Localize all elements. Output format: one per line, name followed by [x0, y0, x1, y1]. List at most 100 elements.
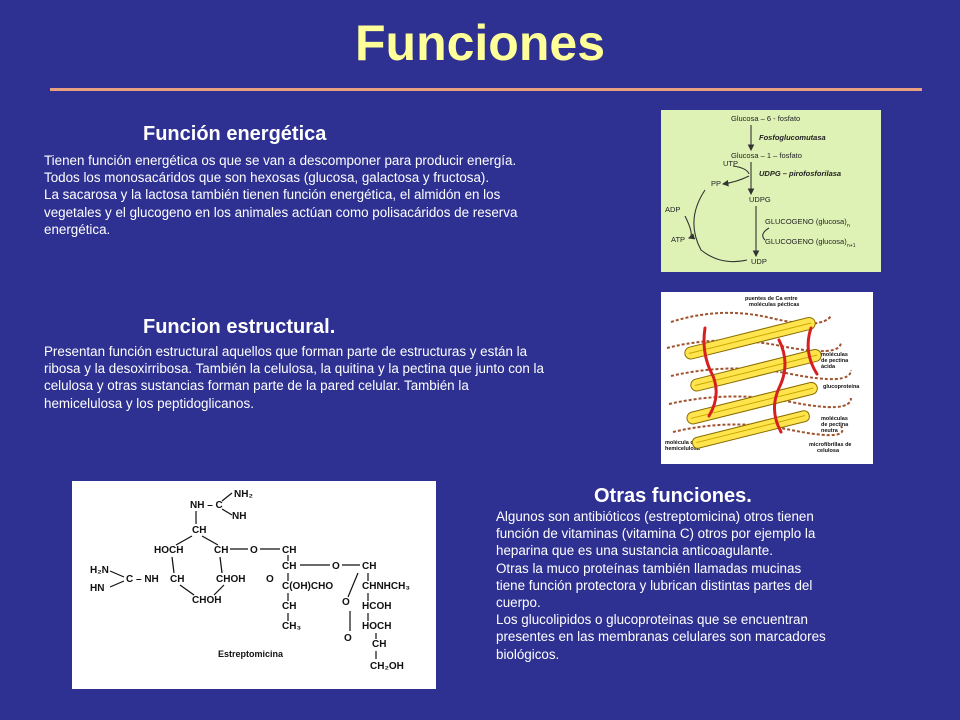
strep-name: Estreptomicina: [218, 649, 284, 659]
glycoprotein-strand: [773, 338, 787, 434]
metab-udpg-enzyme: UDPG – pirofosforilasa: [759, 169, 841, 178]
estructural-heading: Funcion estructural.: [143, 316, 336, 338]
strep-bond: [175, 535, 193, 546]
otras-line: Los glucolipidos o glucoproteinas que se…: [496, 612, 808, 628]
strep-atom: C – NH: [126, 574, 159, 585]
strep-atom: H₂N: [90, 565, 109, 576]
cell-label-puentes: moléculas pécticas: [749, 302, 799, 308]
strep-bond: [219, 556, 223, 574]
energetica-line: vegetales y el glucogeno en los animales…: [44, 204, 518, 220]
cell-label-acida: moléculas: [821, 352, 848, 358]
otras-line: Algunos son antibióticos (estreptomicina…: [496, 509, 814, 524]
otras-line: función de vitaminas (vitamina C) otros …: [496, 526, 816, 542]
strep-atom: CH: [362, 561, 376, 572]
cell-label-hemi: hemicelulosa: [665, 446, 701, 452]
glycogen-synthesis-diagram: Glucosa – 6 - fosfato Fosfoglucomutasa G…: [661, 110, 881, 272]
metab-utp: UTP: [723, 159, 738, 168]
strep-atom: CH: [282, 545, 296, 556]
metab-glucosa1: Glucosa – 1 – fosfato: [731, 151, 802, 160]
glycoprotein-strand: [702, 326, 718, 418]
energetica-line: energética.: [44, 221, 111, 237]
metab-sub-n: n: [847, 223, 850, 229]
strep-atom: HCOH: [362, 601, 391, 612]
cellulose-fibril: [691, 410, 810, 449]
cell-wall-svg: puentes de Ca entre moléculas pécticas m…: [665, 296, 860, 454]
strep-atom: NH₂: [234, 489, 253, 500]
strep-atom: CH: [192, 525, 206, 536]
pectin-strand: [670, 311, 832, 325]
metab-sub-n1: n+1: [847, 243, 856, 249]
cell-label-micro: microfibrillas de: [809, 442, 852, 448]
cell-label-neutra: neutra: [821, 428, 839, 434]
strep-atom: CH: [282, 561, 296, 572]
cell-label-puentes: puentes de Ca entre: [745, 296, 798, 302]
estructural-line: hemicelulosa y los peptidoglicanos.: [44, 395, 254, 411]
strep-atom: O: [342, 597, 350, 608]
cell-label-neutra: moléculas: [821, 416, 848, 422]
metab-arrow: [721, 175, 750, 187]
metab-glucosa6: Glucosa – 6 - fosfato: [731, 114, 800, 123]
strep-atom: CH: [372, 639, 386, 650]
strep-atom: O: [266, 574, 274, 585]
estructural-line: Presentan función estructural aquellos q…: [44, 344, 528, 359]
strep-atom: CHNHCH₃: [362, 581, 410, 592]
title-divider: [50, 88, 922, 91]
metab-adp: ADP: [665, 205, 680, 214]
strep-bond: [221, 508, 233, 516]
strep-atom: C(OH)CHO: [282, 581, 333, 592]
estructural-line: ribosa y la desoxirribosa. También la ce…: [44, 361, 544, 377]
strep-bond: [347, 572, 359, 598]
glycoprotein-strand: [806, 326, 819, 376]
otras-line: tiene función protectora y lubrican dist…: [496, 577, 813, 593]
otras-line: heparina que es una sustancia anticoagul…: [496, 543, 773, 559]
strep-atom: CH₃: [282, 621, 301, 632]
cell-label-glucoproteina: glucoproteína: [823, 384, 860, 390]
metab-udpg: UDPG: [749, 195, 771, 204]
otras-line: Otras la muco proteínas también llamadas…: [496, 560, 802, 576]
strep-bond: [179, 584, 195, 596]
metab-arrow: [732, 165, 750, 175]
metab-arrow: [693, 189, 748, 263]
cell-label-neutra: de pectina: [821, 422, 849, 428]
page-title: Funciones: [354, 15, 606, 71]
pectin-strand: [666, 339, 842, 353]
strep-atom: CH: [282, 601, 296, 612]
cellulose-fibril: [684, 316, 816, 360]
cell-wall-diagram: puentes de Ca entre moléculas pécticas m…: [661, 292, 873, 464]
strep-bond: [109, 570, 125, 578]
energetica-text: Tienen función energética os que se van …: [44, 152, 517, 238]
glycogen-synthesis-svg: Glucosa – 6 - fosfato Fosfoglucomutasa G…: [665, 114, 856, 266]
estructural-line: celulosa y otras sustancias forman parte…: [44, 378, 469, 394]
otras-line: biológicos.: [496, 646, 560, 662]
otras-text: Algunos son antibióticos (estreptomicina…: [496, 508, 826, 663]
pectin-strand: [670, 367, 852, 381]
strep-atom: NH – C: [190, 500, 223, 511]
strep-atom: HN: [90, 583, 104, 594]
metab-glucogeno-n: GLUCOGENO (glucosa): [765, 217, 847, 226]
energetica-line: Todos los monosacáridos que son hexosas …: [44, 170, 490, 186]
otras-line: cuerpo.: [496, 595, 541, 611]
strep-atom: HOCH: [154, 545, 183, 556]
metab-arrow: [762, 227, 770, 241]
cell-label-acida: ácida: [821, 364, 836, 370]
pectin-strand: [672, 423, 844, 437]
streptomycin-structure: NH₂ NH – C NH CH HOCH CH O CH H₂N HN C –…: [72, 481, 436, 689]
metab-atp: ATP: [671, 235, 685, 244]
strep-atom: CHOH: [216, 574, 245, 585]
energetica-heading: Función energética: [143, 123, 327, 145]
strep-bond: [109, 580, 125, 588]
metab-udp: UDP: [751, 257, 767, 266]
strep-atom: O: [250, 545, 258, 556]
cell-label-hemi: molécula de: [665, 440, 697, 446]
strep-atom: CHOH: [192, 595, 221, 606]
otras-line: presentes en las membranas celulares son…: [496, 629, 826, 645]
otras-heading: Otras funciones.: [594, 485, 752, 507]
metab-fosfoglucomutasa: Fosfoglucomutasa: [759, 133, 826, 142]
strep-bond: [171, 556, 175, 574]
streptomycin-svg: NH₂ NH – C NH CH HOCH CH O CH H₂N HN C –…: [90, 489, 410, 672]
metab-glucogeno-n1: GLUCOGENO (glucosa): [765, 237, 847, 246]
metab-arrow: [684, 215, 696, 240]
strep-atom: O: [344, 633, 352, 644]
strep-atom: HOCH: [362, 621, 391, 632]
strep-atom: NH: [232, 511, 246, 522]
